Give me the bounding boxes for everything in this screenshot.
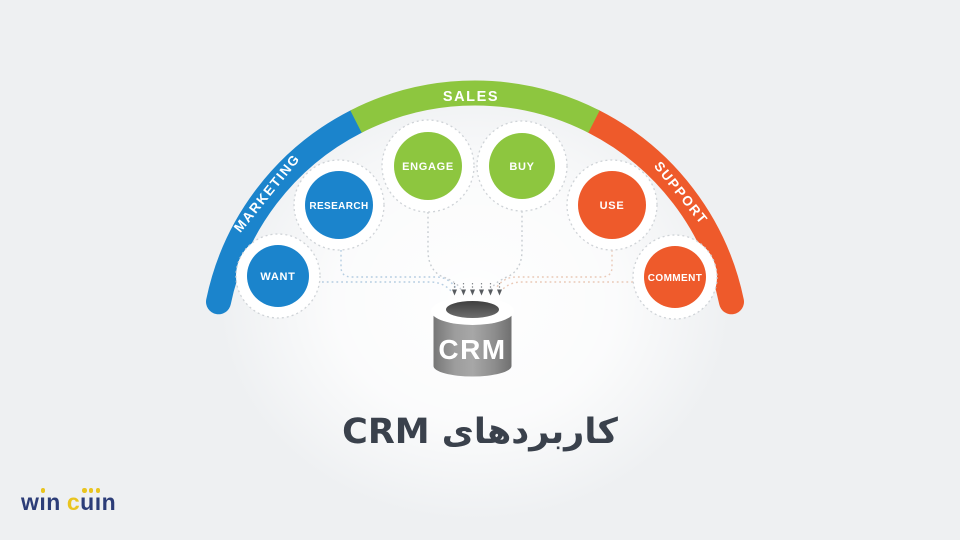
connector-engage — [427, 212, 462, 291]
logo-letter-dot — [40, 488, 46, 493]
stage-dot-research — [305, 171, 373, 239]
crm-database-icon: CRM — [431, 297, 514, 377]
logo-letter: ı — [39, 488, 47, 515]
cylinder-hole — [446, 301, 499, 318]
logo-letter-dot — [95, 488, 101, 493]
crm-database-label: CRM — [438, 334, 506, 365]
cylinder-body — [433, 311, 512, 377]
stage-label-want: WANT — [260, 271, 295, 283]
funnel-arrows — [452, 283, 502, 296]
stage-engage: ENGAGE — [381, 119, 475, 213]
connector-use — [495, 250, 613, 289]
connector-comment — [500, 281, 633, 292]
logo-letter: u — [80, 488, 95, 515]
logo-letter: c — [66, 489, 81, 515]
stage-buy: BUY — [476, 120, 568, 212]
stage-comment: COMMENT — [632, 234, 718, 320]
connector-research — [340, 250, 457, 289]
connector-buy — [490, 211, 523, 291]
stage-dot-comment — [644, 246, 706, 308]
stage-label-buy: BUY — [509, 161, 534, 173]
stage-want: WANT — [235, 233, 321, 319]
arc-support — [581, 109, 744, 315]
logo-letter-dot — [82, 488, 87, 493]
stage-label-research: RESEARCH — [309, 201, 368, 212]
stage-research: RESEARCH — [293, 159, 385, 251]
stage-dot-use — [578, 171, 646, 239]
stage-label-comment: COMMENT — [648, 273, 702, 284]
page-title: کاربردهای CRM — [342, 412, 618, 452]
arc-sales — [350, 80, 600, 133]
logo-letter: w — [21, 489, 40, 515]
stage-circles: WANT RESEARCH ENGAGE BUY USE COMMENT — [235, 119, 718, 320]
stage-use: USE — [566, 159, 658, 251]
logo-letter: n — [101, 489, 117, 515]
phase-arch — [206, 80, 744, 315]
stage-label-use: USE — [600, 200, 625, 212]
phase-label-sales: SALES — [443, 89, 499, 105]
logo-letter: ı — [94, 488, 102, 515]
stage-dot-buy — [489, 133, 555, 199]
logo-letter-dot — [88, 488, 94, 493]
connector-lines — [322, 211, 633, 292]
logo-letter: n — [46, 489, 61, 515]
arc-marketing — [206, 109, 369, 315]
stage-dot-engage — [394, 132, 462, 200]
stage-dot-want — [247, 245, 309, 307]
stage-label-engage: ENGAGE — [402, 161, 454, 173]
